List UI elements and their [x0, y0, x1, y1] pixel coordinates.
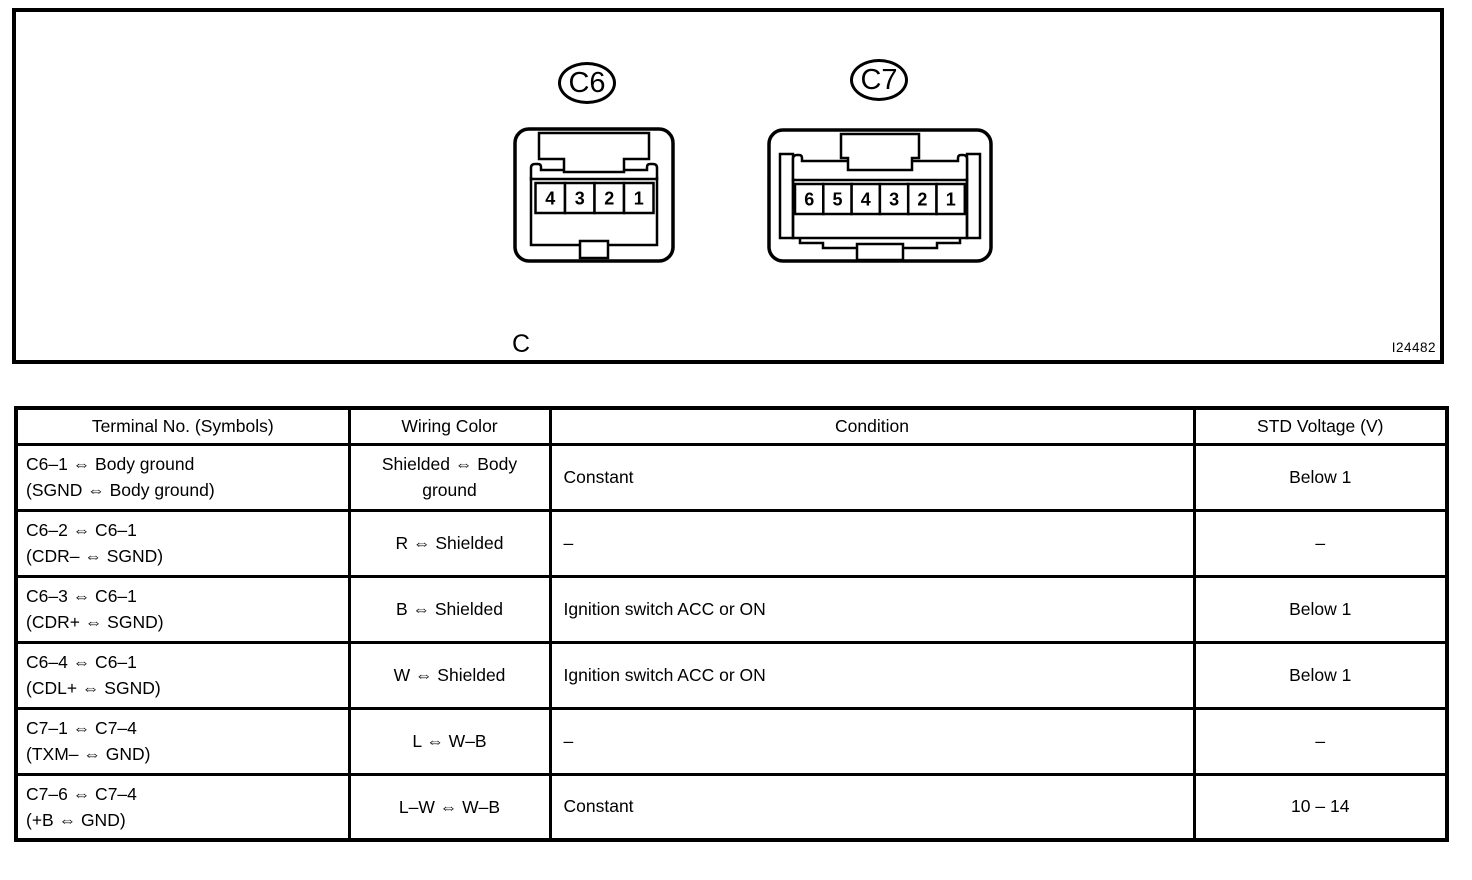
- figure-id: I24482: [1391, 340, 1436, 355]
- table-row: C6–4 ⇔ C6–1 (CDL+ ⇔ SGND) W ⇔ Shielded I…: [14, 640, 1449, 710]
- terminal-line2: (CDR– ⇔ SGND): [26, 546, 164, 566]
- table-row: C7–1 ⇔ C7–4 (TXM– ⇔ GND) L ⇔ W–B – –: [14, 706, 1449, 776]
- condition-cell: Constant: [548, 772, 1196, 842]
- condition-cell: Constant: [548, 442, 1196, 512]
- terminal-line1: C7–6 ⇔ C7–4: [26, 783, 137, 804]
- connector-c6-drawing: 4 3 2 1: [513, 127, 675, 263]
- connector-c7-drawing: 6 5 4 3 2 1: [767, 128, 993, 263]
- terminal-line2: (CDR+ ⇔ SGND): [26, 612, 164, 632]
- terminal-line2: (SGND ⇔ Body ground): [26, 480, 215, 500]
- terminal-line1: C7–1 ⇔ C7–4: [26, 717, 137, 738]
- terminal-cell: C7–6 ⇔ C7–4 (+B ⇔ GND): [14, 772, 351, 842]
- terminal-line2: (CDL+ ⇔ SGND): [26, 678, 161, 698]
- std-voltage-cell: Below 1: [1192, 442, 1449, 512]
- terminal-cell: C6–4 ⇔ C6–1 (CDL+ ⇔ SGND): [14, 640, 351, 710]
- c6-pin-3: 3: [575, 189, 585, 209]
- figure-caption: C: [511, 330, 531, 358]
- terminal-line1: C6–2 ⇔ C6–1: [26, 519, 137, 540]
- std-voltage-cell: Below 1: [1192, 640, 1449, 710]
- header-terminal-no: Terminal No. (Symbols): [14, 406, 351, 446]
- std-voltage-cell: –: [1192, 706, 1449, 776]
- terminal-cell: C6–1 ⇔ Body ground (SGND ⇔ Body ground): [14, 442, 351, 512]
- terminal-line1: C6–1 ⇔ Body ground: [26, 453, 195, 474]
- wiring-color-cell: Shielded ⇔ Body ground: [347, 442, 552, 512]
- terminal-line2: (TXM– ⇔ GND): [26, 744, 151, 764]
- wiring-color-cell: R ⇔ Shielded: [347, 508, 552, 578]
- c7-pin-6: 6: [804, 190, 814, 210]
- terminal-line1: C6–4 ⇔ C6–1: [26, 651, 137, 672]
- terminal-line2: (+B ⇔ GND): [26, 809, 126, 830]
- wiring-color-cell: B ⇔ Shielded: [347, 574, 552, 644]
- c7-pin-3: 3: [889, 190, 899, 210]
- c7-pin-4: 4: [861, 190, 871, 210]
- condition-cell: –: [548, 508, 1196, 578]
- table-header-row: Terminal No. (Symbols) Wiring Color Cond…: [14, 406, 1449, 446]
- wiring-color-cell: L–W ⇔ W–B: [347, 772, 552, 842]
- c7-pin-1: 1: [946, 190, 956, 210]
- connector-c7-label-text: C7: [860, 63, 898, 96]
- table-row: C6–3 ⇔ C6–1 (CDR+ ⇔ SGND) B ⇔ Shielded I…: [14, 574, 1449, 644]
- table-row: C6–2 ⇔ C6–1 (CDR– ⇔ SGND) R ⇔ Shielded –…: [14, 508, 1449, 578]
- connector-c7-label: C7: [850, 59, 908, 101]
- table-row: C6–1 ⇔ Body ground (SGND ⇔ Body ground) …: [14, 442, 1449, 512]
- std-voltage-cell: Below 1: [1192, 574, 1449, 644]
- header-std-voltage: STD Voltage (V): [1192, 406, 1449, 446]
- header-condition: Condition: [548, 406, 1196, 446]
- std-voltage-cell: 10 – 14: [1192, 772, 1449, 842]
- wiring-color-cell: W ⇔ Shielded: [347, 640, 552, 710]
- c7-pin-2: 2: [917, 190, 927, 210]
- terminal-cell: C6–3 ⇔ C6–1 (CDR+ ⇔ SGND): [14, 574, 351, 644]
- table-row: C7–6 ⇔ C7–4 (+B ⇔ GND) L–W ⇔ W–B Constan…: [14, 772, 1449, 842]
- connector-c6-label-text: C6: [568, 66, 606, 99]
- condition-cell: Ignition switch ACC or ON: [548, 574, 1196, 644]
- connector-c6-label: C6: [558, 62, 616, 104]
- connector-diagram-panel: C6 C7 4 3 2 1: [12, 8, 1444, 364]
- c6-pin-1: 1: [634, 189, 644, 209]
- terminal-spec-table: Terminal No. (Symbols) Wiring Color Cond…: [14, 406, 1449, 842]
- terminal-line1: C6–3 ⇔ C6–1: [26, 585, 137, 606]
- c6-pin-4: 4: [545, 189, 555, 209]
- std-voltage-cell: –: [1192, 508, 1449, 578]
- terminal-cell: C6–2 ⇔ C6–1 (CDR– ⇔ SGND): [14, 508, 351, 578]
- c7-pin-5: 5: [832, 190, 842, 210]
- condition-cell: Ignition switch ACC or ON: [548, 640, 1196, 710]
- c6-pin-2: 2: [604, 189, 614, 209]
- wiring-color-cell: L ⇔ W–B: [347, 706, 552, 776]
- header-wiring-color: Wiring Color: [347, 406, 552, 446]
- condition-cell: –: [548, 706, 1196, 776]
- terminal-cell: C7–1 ⇔ C7–4 (TXM– ⇔ GND): [14, 706, 351, 776]
